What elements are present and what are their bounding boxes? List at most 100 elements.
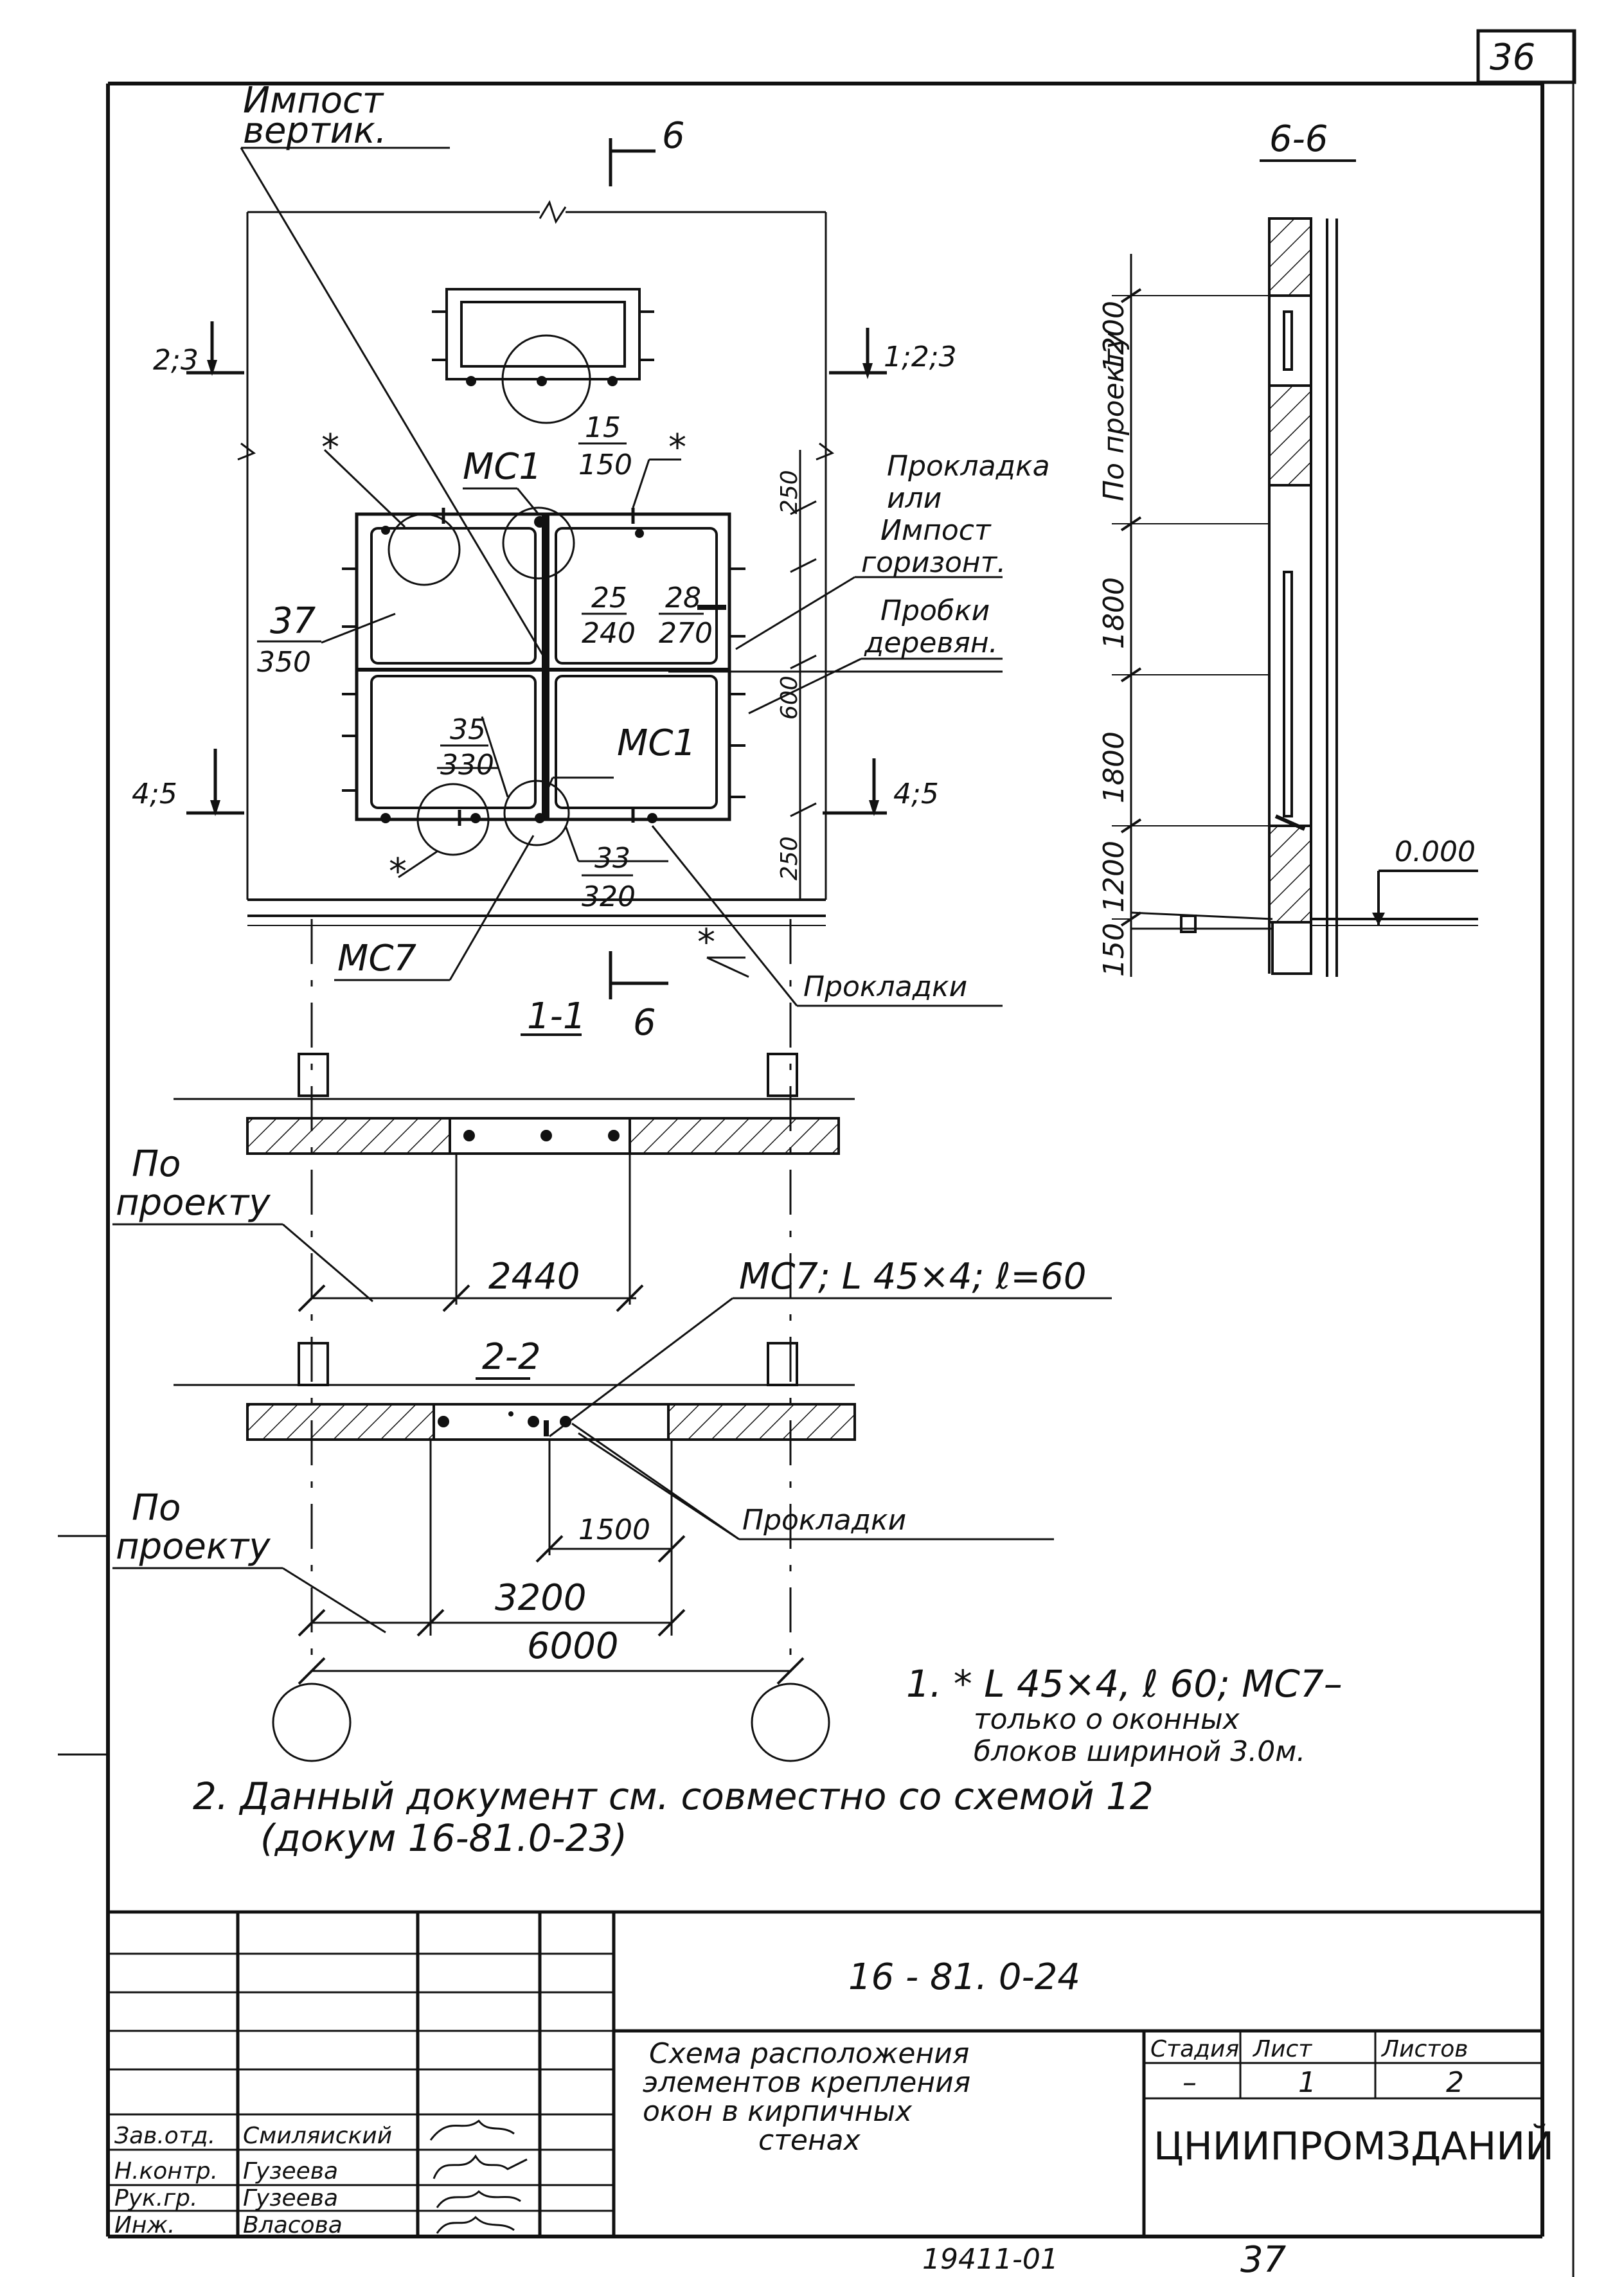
role-2: Рук.гр. bbox=[114, 2185, 197, 2211]
sheets-header: Листов bbox=[1380, 2036, 1468, 2062]
dim-250-bottom: 250 bbox=[776, 836, 803, 880]
dim-v-150: 150 bbox=[1098, 923, 1130, 977]
cut-right-bottom: 4;5 bbox=[893, 778, 939, 810]
svg-text:240: 240 bbox=[582, 617, 636, 650]
page-number: 37 bbox=[1240, 2239, 1287, 2277]
svg-text:37: 37 bbox=[270, 600, 316, 642]
po-proektu-b-1: По bbox=[132, 1487, 181, 1529]
note-2-line-2: (докум 16-81.0-23) bbox=[260, 1816, 627, 1860]
label-gasket-3: Импост bbox=[880, 514, 992, 547]
cut-mark-top: 6 bbox=[662, 115, 685, 157]
dim-v-1800-a: 1800 bbox=[1098, 577, 1130, 649]
fraction-33-320: 33 320 bbox=[582, 842, 636, 913]
svg-text:270: 270 bbox=[659, 617, 713, 650]
signatures bbox=[429, 2119, 528, 2234]
fraction-35-330: 35 330 bbox=[440, 713, 494, 781]
svg-text:33: 33 bbox=[594, 842, 630, 875]
svg-text:150: 150 bbox=[578, 449, 632, 481]
dim-3200: 3200 bbox=[495, 1577, 587, 1619]
section-2-2-dots bbox=[438, 1411, 571, 1427]
title-block-lines bbox=[108, 1910, 1542, 2237]
dim-6000: 6000 bbox=[527, 1625, 619, 1667]
elevation-leaders bbox=[240, 147, 1003, 1007]
label-gasket-1: Прокладка bbox=[887, 450, 1050, 483]
frame bbox=[58, 31, 1575, 2277]
svg-text:330: 330 bbox=[440, 749, 494, 781]
svg-text:350: 350 bbox=[257, 646, 311, 679]
stage-header: Стадия bbox=[1150, 2036, 1239, 2062]
section-1-1-dots bbox=[463, 1130, 620, 1141]
label-plugs-1: Пробки bbox=[880, 594, 990, 627]
section-2-2-title: 2-2 bbox=[482, 1336, 540, 1378]
level-arrow bbox=[1372, 913, 1385, 925]
fraction-25-240: 25 240 bbox=[582, 582, 636, 650]
role-0: Зав.отд. bbox=[114, 2123, 215, 2149]
inventory-number: 19411-01 bbox=[922, 2243, 1058, 2276]
po-proektu-b-2: проекту bbox=[116, 1526, 271, 1567]
name-0: Смиляиский bbox=[243, 2123, 392, 2149]
sheet-number-box: 36 bbox=[1476, 29, 1576, 84]
svg-text:15: 15 bbox=[585, 411, 621, 444]
title-line-1: Схема расположения bbox=[649, 2037, 969, 2070]
elevation-dots bbox=[380, 376, 657, 823]
note-2-line-1: 2. Данный документ см. совместно со схем… bbox=[193, 1774, 1154, 1818]
role-3: Инж. bbox=[114, 2212, 175, 2238]
label-mc1-top: МС1 bbox=[463, 446, 542, 488]
dim-2440: 2440 bbox=[488, 1256, 580, 1298]
elevation-vertical-dims bbox=[790, 450, 817, 900]
sheet-value: 1 bbox=[1298, 2066, 1316, 2099]
note-1-line-2: только о оконных bbox=[974, 1703, 1240, 1736]
label-level: 0.000 bbox=[1395, 835, 1476, 868]
section-2-2 bbox=[112, 1297, 1112, 1762]
cut-marks bbox=[186, 138, 887, 1671]
section-6-6-title: 6-6 bbox=[1269, 118, 1328, 160]
sheet-number: 36 bbox=[1490, 37, 1535, 78]
window-elevation bbox=[237, 200, 835, 926]
dim-600: 600 bbox=[776, 675, 803, 720]
star-4: * bbox=[697, 922, 715, 963]
title-line-4: стенах bbox=[758, 2124, 861, 2157]
label-gasket-4: горизонт. bbox=[861, 546, 1006, 579]
title-line-3: окон в кирпичных bbox=[643, 2095, 913, 2128]
star-1: * bbox=[321, 427, 339, 469]
po-proektu-a-1: По bbox=[132, 1143, 181, 1185]
name-1: Гузеева bbox=[243, 2158, 338, 2184]
label-mc7: МС7 bbox=[337, 938, 416, 979]
label-impost-vertical-2: вертик. bbox=[243, 110, 387, 152]
dim-250-top: 250 bbox=[776, 470, 803, 514]
sheet-header: Лист bbox=[1252, 2036, 1312, 2062]
stage-value: – bbox=[1182, 2066, 1197, 2099]
title-line-2: элементов крепления bbox=[643, 2066, 970, 2099]
cut-left-top: 2;3 bbox=[153, 344, 199, 377]
label-mc1-bottom: МС1 bbox=[617, 722, 696, 764]
star-3: * bbox=[389, 851, 407, 893]
label-impost-vertical-1: Импост bbox=[243, 80, 384, 121]
dim-v-project: По проекту bbox=[1098, 332, 1130, 501]
role-1: Н.контр. bbox=[114, 2158, 218, 2184]
cut-arrowheads bbox=[207, 360, 879, 816]
label-gaskets-bottom: Прокладки bbox=[803, 970, 967, 1003]
note-1-line-1: 1. * L 45×4, ℓ 60; МС7– bbox=[906, 1662, 1343, 1706]
section-1-1-title: 1-1 bbox=[527, 996, 585, 1037]
organization: ЦНИИПРОМЗДАНИЙ bbox=[1154, 2123, 1554, 2169]
po-proektu-a-2: проекту bbox=[116, 1182, 271, 1224]
label-gasket-2: или bbox=[887, 482, 941, 515]
svg-text:28: 28 bbox=[665, 582, 701, 614]
cut-mark-bottom: 6 bbox=[633, 1002, 656, 1044]
name-2: Гузеева bbox=[243, 2185, 338, 2211]
label-gaskets-2-2: Прокладки bbox=[742, 1504, 906, 1537]
section-1-1 bbox=[112, 1033, 855, 1380]
note-1-line-3: блоков шириной 3.0м. bbox=[974, 1735, 1305, 1768]
svg-text:25: 25 bbox=[591, 582, 627, 614]
cut-right-top: 1;2;3 bbox=[884, 341, 957, 373]
dim-v-1200-bottom: 1200 bbox=[1098, 841, 1130, 913]
dim-v-1200-top: 1200 bbox=[1098, 301, 1130, 373]
dim-v-1800-b: 1800 bbox=[1098, 731, 1130, 803]
sheets-value: 2 bbox=[1446, 2066, 1464, 2099]
label-mc7-spec: МС7; L 45×4; ℓ=60 bbox=[739, 1256, 1087, 1298]
doc-code: 16 - 81. 0-24 bbox=[848, 1956, 1080, 1998]
cut-left-bottom: 4;5 bbox=[132, 778, 177, 810]
label-plugs-2: деревян. bbox=[864, 627, 998, 659]
name-3: Власова bbox=[243, 2212, 343, 2238]
